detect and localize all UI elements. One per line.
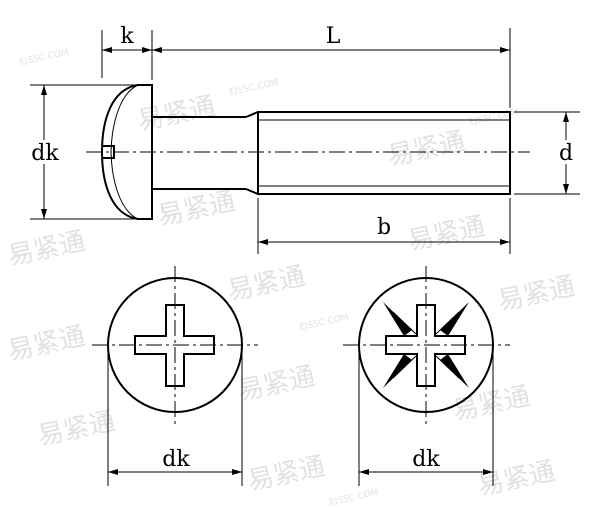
watermark-brand: 易紧通: [5, 321, 88, 367]
label-dk-front-left: dk: [162, 447, 190, 472]
watermark-site: EJSSC.COM: [229, 78, 280, 98]
watermark-brand: 易紧通: [5, 226, 88, 272]
front-view-pozidriv: dk: [343, 266, 510, 486]
label-bg-dk-side: [26, 140, 64, 164]
watermark-brand: 易紧通: [245, 451, 328, 497]
thread-runout: [245, 111, 259, 195]
watermark-brand: 易紧通: [475, 456, 558, 502]
watermark-brand: 易紧通: [225, 261, 308, 307]
phillips-cross-recess-icon: [134, 304, 215, 387]
watermark-brand: 易紧通: [495, 271, 578, 317]
side-view: k L dk d b: [26, 24, 580, 254]
label-d: d: [559, 141, 573, 166]
watermark-brand: 易紧通: [35, 406, 118, 452]
pozidriv-cross-recess-icon: [385, 304, 466, 387]
watermark-layer: 易紧通 EJSSC.COM 易紧通 EJSSC.COM 易紧通 易紧通 EJSS…: [5, 48, 578, 508]
watermark-brand: 易紧通: [135, 91, 218, 137]
watermark-site: EJSSC.COM: [469, 108, 520, 128]
watermark-site: EJSSC.COM: [19, 48, 70, 68]
label-b: b: [377, 215, 391, 240]
watermark-brand: 易紧通: [235, 361, 318, 407]
watermark-brand: 易紧通: [405, 211, 488, 257]
label-k: k: [120, 24, 134, 49]
label-dk-side: dk: [31, 141, 59, 166]
label-bg-d: [554, 140, 578, 164]
front-view-phillips: dk: [92, 266, 258, 486]
screw-head-outline: [100, 84, 153, 220]
pozidriv-ticks-icon: [383, 302, 469, 388]
dim-arrows-d: [563, 112, 569, 194]
dim-arrows-k: [102, 47, 152, 53]
watermark-site: EJSSC.COM: [329, 488, 380, 508]
watermark-brand: 易紧通: [155, 186, 238, 232]
label-dk-front-right: dk: [412, 447, 440, 472]
threaded-section: [257, 111, 511, 195]
watermark-brand: 易紧通: [450, 381, 533, 427]
watermark-site: EJSSC.COM: [299, 313, 350, 333]
screw-head-inner-arc: [110, 84, 139, 220]
watermark-brand: 易紧通: [385, 126, 468, 172]
label-L: L: [326, 24, 341, 49]
